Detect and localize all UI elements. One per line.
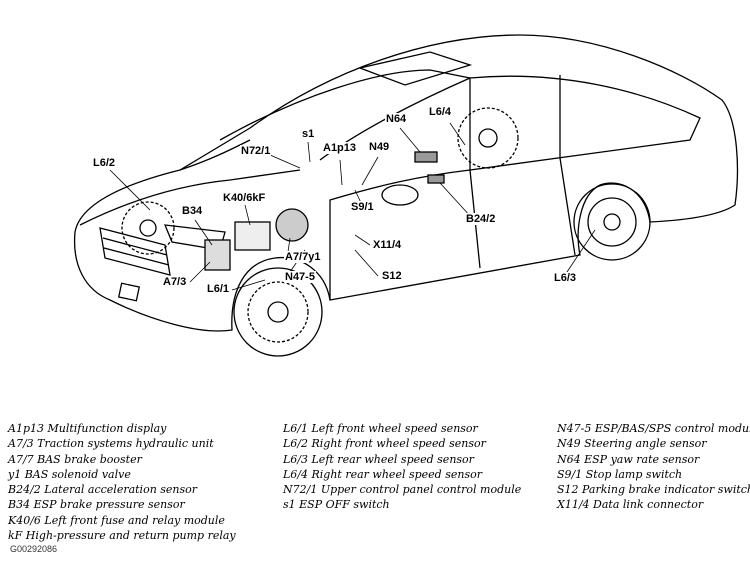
callout-L6-1: L6/1: [206, 283, 231, 295]
callout-S9-1: S9/1: [350, 201, 375, 213]
side-windows: [469, 75, 701, 171]
legend-column-2: L6/1 Left front wheel speed sensor L6/2 …: [283, 421, 521, 513]
front-left-wheel: [233, 267, 323, 357]
callout-S12: S12: [381, 270, 403, 282]
legend-column-1: A1p13 Multifunction display A7/3 Tractio…: [8, 421, 236, 543]
yaw-sensor: [414, 151, 438, 163]
callout-K40-6kF: K40/6kF: [222, 192, 267, 204]
legend-item: N47-5 ESP/BAS/SPS control module: [557, 422, 750, 435]
callout-N72-1: N72/1: [240, 145, 272, 157]
rear-right-wheel: [457, 107, 519, 169]
legend-item: y1 BAS solenoid valve: [8, 467, 131, 481]
callout-A1p13: A1p13: [322, 142, 358, 154]
figure-id: G00292086: [10, 544, 58, 554]
brake-booster: [275, 208, 309, 242]
legend-item: K40/6 Left front fuse and relay module: [8, 513, 225, 527]
legend-item: N64 ESP yaw rate sensor: [557, 452, 700, 466]
fuse-relay-module: [234, 221, 271, 251]
windshield: [219, 69, 473, 161]
sunroof: [357, 51, 473, 86]
legend-item: L6/4 Right rear wheel speed sensor: [283, 467, 482, 481]
license-plate: [117, 282, 141, 302]
legend-item: A1p13 Multifunction display: [8, 422, 167, 435]
legend-item: S9/1 Stop lamp switch: [557, 467, 683, 481]
legend-item: S12 Parking brake indicator switch: [557, 483, 750, 497]
legend-item: X11/4 Data link connector: [557, 498, 704, 512]
legend-item: s1 ESP OFF switch: [283, 498, 390, 512]
legend-item: kF High-pressure and return pump relay: [8, 529, 236, 543]
mirror: [381, 184, 419, 206]
callout-B24-2: B24/2: [465, 213, 497, 225]
legend-item: N72/1 Upper control panel control module: [283, 483, 522, 497]
front-right-wheel: [121, 201, 175, 255]
legend-item: A7/3 Traction systems hydraulic unit: [8, 437, 214, 451]
callout-A7-7y1: A7/7y1: [284, 251, 322, 263]
callout-L6-2: L6/2: [92, 157, 117, 169]
legend-item: B24/2 Lateral acceleration sensor: [8, 483, 198, 497]
callout-N64: N64: [385, 113, 408, 125]
hood: [79, 139, 301, 226]
legend-item: L6/2 Right front wheel speed sensor: [283, 437, 486, 451]
abs-hydraulic-unit: [204, 239, 231, 271]
legend-item: L6/1 Left front wheel speed sensor: [283, 422, 478, 435]
callout-s1: s1: [301, 128, 316, 140]
legend-column-3: N47-5 ESP/BAS/SPS control module N49 Ste…: [557, 421, 750, 513]
legend-item: L6/3 Left rear wheel speed sensor: [283, 452, 474, 466]
callout-L6-4: L6/4: [428, 106, 453, 118]
car-diagram: [73, 34, 739, 357]
callout-N49: N49: [368, 141, 391, 153]
legend-item: B34 ESP brake pressure sensor: [8, 498, 185, 512]
callout-X11-4: X11/4: [372, 239, 403, 251]
grille: [99, 227, 171, 276]
callout-A7-3: A7/3: [162, 276, 188, 288]
legend-item: A7/7 BAS brake booster: [8, 452, 142, 466]
rear-left-wheel: [573, 183, 651, 261]
callout-N47-5: N47-5: [284, 271, 316, 283]
callout-L6-3: L6/3: [553, 272, 578, 284]
legend-item: N49 Steering angle sensor: [557, 437, 707, 451]
lateral-sensor: [427, 174, 445, 184]
door-lines: [329, 157, 576, 300]
callout-B34: B34: [181, 205, 204, 217]
